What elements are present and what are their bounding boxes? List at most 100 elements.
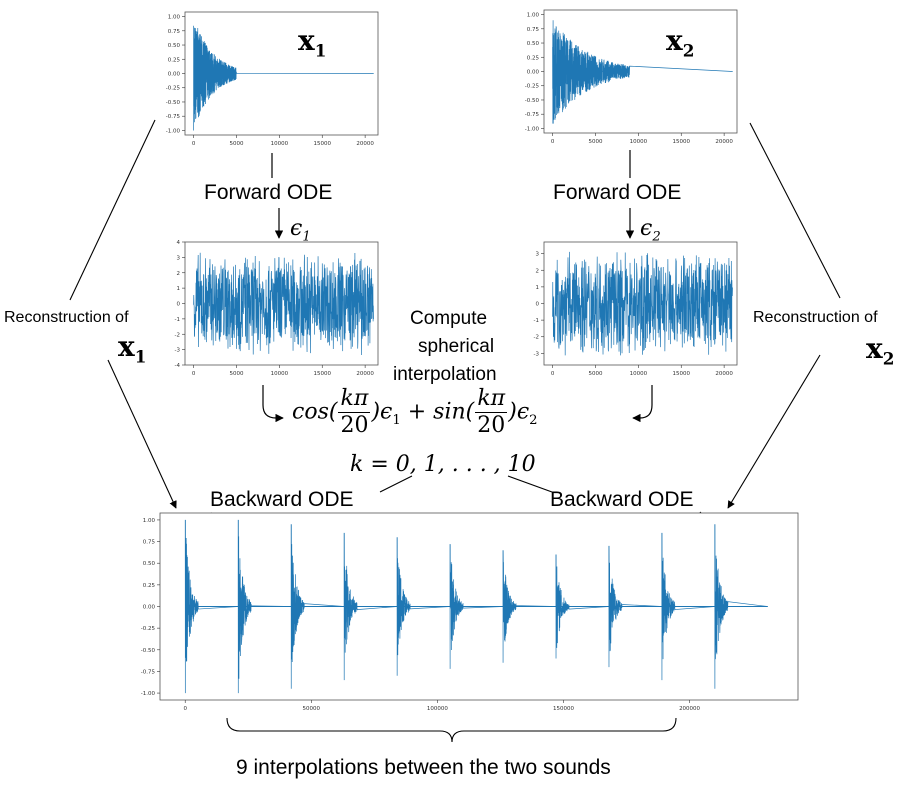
interpolations-series-line — [184, 519, 768, 694]
x2-waveform-ytick-label: -0.25 — [525, 84, 540, 90]
x1-waveform-ytick-label: -0.75 — [166, 114, 181, 120]
interpolations-ytick-label: -1.00 — [141, 691, 156, 697]
recon-line-left-top — [69, 119, 156, 301]
x2-waveform-series-line — [552, 20, 733, 124]
x2-waveform-ytick-label: -1.00 — [525, 126, 540, 132]
x2-waveform-ytick-label: 0.50 — [527, 41, 540, 47]
k-range: k = 0, 1, . . . , 10 — [350, 452, 536, 477]
eps2-label: ϵ2 — [640, 216, 661, 245]
eps1-noise-xtick-label: 15000 — [313, 371, 331, 377]
x1-waveform-ytick-label: 0.50 — [168, 43, 181, 49]
eps1-noise-xtick-label: 10000 — [271, 371, 289, 377]
x2-waveform-xtick-label: 10000 — [630, 139, 648, 145]
eps1-noise-ytick-label: 4 — [177, 240, 181, 246]
x1-waveform-ytick-label: 0.00 — [168, 72, 181, 78]
x1-waveform-series-line — [193, 25, 374, 131]
eps2-noise-ytick-label: 2 — [536, 268, 540, 274]
forward-ode-label-1: Forward ODE — [204, 181, 333, 204]
interpolations-ytick-label: -0.25 — [141, 626, 156, 632]
x2-waveform-ytick-label: -0.50 — [525, 98, 540, 104]
interpolations-xtick-label: 200000 — [679, 706, 700, 712]
x1-waveform-ytick-label: -1.00 — [166, 128, 181, 134]
reconstruction-x1: x1 — [118, 330, 147, 367]
eps2-noise-ytick-label: -3 — [534, 351, 540, 357]
eps2-noise-ytick-label: -2 — [534, 335, 539, 341]
x1-waveform-ytick-label: -0.50 — [166, 100, 181, 106]
x1-waveform-ytick-label: -0.25 — [166, 86, 181, 92]
eps2-noise-ytick-label: 3 — [536, 252, 540, 258]
x2-waveform-xtick-label: 0 — [551, 139, 555, 145]
eps1-noise-ytick-label: 2 — [177, 271, 181, 277]
compute-label-line3: interpolation — [393, 364, 497, 385]
backward-ode-label-2: Backward ODE — [550, 488, 694, 511]
eps1-noise-chart: 4 3 2 1 0 -1 -2 -3 -4 0 5000 10000 15000 20000 — [175, 240, 379, 377]
eps2-noise-xtick-label: 10000 — [630, 371, 648, 377]
interpolations-xtick-label: 100000 — [427, 706, 448, 712]
eps1-label: ϵ1 — [290, 216, 311, 245]
compute-label-line2: spherical — [418, 336, 495, 357]
x2-waveform-xtick-label: 15000 — [672, 139, 690, 145]
x2-waveform-ytick-label: -0.75 — [525, 112, 540, 118]
interpolations-ytick-label: -0.75 — [141, 669, 156, 675]
eps2-noise-xtick-label: 0 — [551, 371, 555, 377]
x2-label: x2 — [666, 24, 695, 61]
eps1-noise-xtick-label: 5000 — [229, 371, 243, 377]
x2-waveform-ytick-label: 0.25 — [527, 55, 540, 61]
eps2-noise-ytick-label: 0 — [536, 302, 540, 308]
interpolations-ytick-label: 0.25 — [143, 583, 156, 589]
recon-arrow-right-bottom — [727, 354, 821, 509]
eps2-noise-ytick-label: -1 — [534, 318, 539, 324]
eps1-noise-ytick-label: 0 — [177, 302, 181, 308]
eps2-noise-xtick-label: 15000 — [672, 371, 690, 377]
x2-waveform-xtick-label: 20000 — [715, 139, 733, 145]
eps1-noise-ytick-label: 3 — [177, 255, 181, 261]
eps2-noise-ytick-label: 1 — [536, 285, 540, 291]
eps1-noise-ytick-label: -2 — [175, 332, 180, 338]
x2-waveform-ytick-label: 0.00 — [527, 70, 540, 76]
forward-ode-label-2: Forward ODE — [553, 181, 682, 204]
eps1-noise-ytick-label: -1 — [175, 317, 180, 323]
x1-waveform-xtick-label: 0 — [192, 141, 196, 147]
interpolations-chart: 1.000.750.500.250.00-0.25-0.50-0.75-1.00… — [141, 512, 799, 712]
x1-waveform-xtick-label: 20000 — [356, 141, 374, 147]
x1-waveform-ytick-label: 0.25 — [168, 57, 181, 63]
x2-waveform-xtick-label: 5000 — [588, 139, 602, 145]
eps1-noise-xtick-label: 0 — [192, 371, 196, 377]
eps2-noise-xtick-label: 5000 — [588, 371, 602, 377]
x1-waveform-xtick-label: 5000 — [229, 141, 243, 147]
krange-to-backward-right — [507, 475, 553, 493]
eps1-noise-xtick-label: 20000 — [356, 371, 374, 377]
eps1-noise-ytick-label: -3 — [175, 348, 181, 354]
interpolations-ytick-label: 0.00 — [143, 605, 156, 611]
interpolations-ytick-label: 0.75 — [143, 540, 156, 546]
interpolations-xtick-label: 0 — [183, 706, 187, 712]
eps2-noise-series-line — [552, 251, 733, 356]
reconstruction-x2: x2 — [866, 332, 895, 369]
krange-to-backward-left — [379, 475, 413, 493]
x2-waveform-ytick-label: 1.00 — [527, 13, 540, 19]
eps2-noise-xtick-label: 20000 — [715, 371, 733, 377]
x1-waveform-xtick-label: 15000 — [313, 141, 331, 147]
eps1-noise-ytick-label: 1 — [177, 286, 181, 292]
interpolations-xtick-label: 50000 — [303, 706, 321, 712]
backward-ode-label-1: Backward ODE — [210, 488, 354, 511]
x2-waveform-chart: 1.00 0.75 0.50 0.25 0.00 -0.25 -0.50 -0.75 -1.00… — [525, 9, 738, 145]
x2-waveform-ytick-label: 0.75 — [527, 27, 540, 33]
reconstruction-label-1: Reconstruction of — [4, 309, 129, 326]
recon-line-right-top — [749, 122, 841, 299]
interpolations-ytick-label: 0.50 — [143, 561, 156, 567]
x1-waveform-ytick-label: 1.00 — [168, 15, 181, 21]
recon-arrow-left-bottom — [107, 359, 177, 509]
eps1-noise-ytick-label: -4 — [175, 363, 181, 369]
interpolation-brace — [226, 717, 677, 743]
interpolations-xtick-label: 150000 — [553, 706, 574, 712]
footer-caption: 9 interpolations between the two sounds — [236, 756, 611, 779]
interpolations-ytick-label: 1.00 — [143, 518, 156, 524]
reconstruction-label-2: Reconstruction of — [753, 309, 878, 326]
arrow-eps1-to-formula — [262, 385, 284, 423]
x1-label: x1 — [298, 24, 327, 61]
eps2-noise-chart: 3 2 1 0 -1 -2 -3 0 5000 10000 15000 20000 — [534, 241, 738, 377]
eps1-noise-series-line — [193, 252, 374, 356]
